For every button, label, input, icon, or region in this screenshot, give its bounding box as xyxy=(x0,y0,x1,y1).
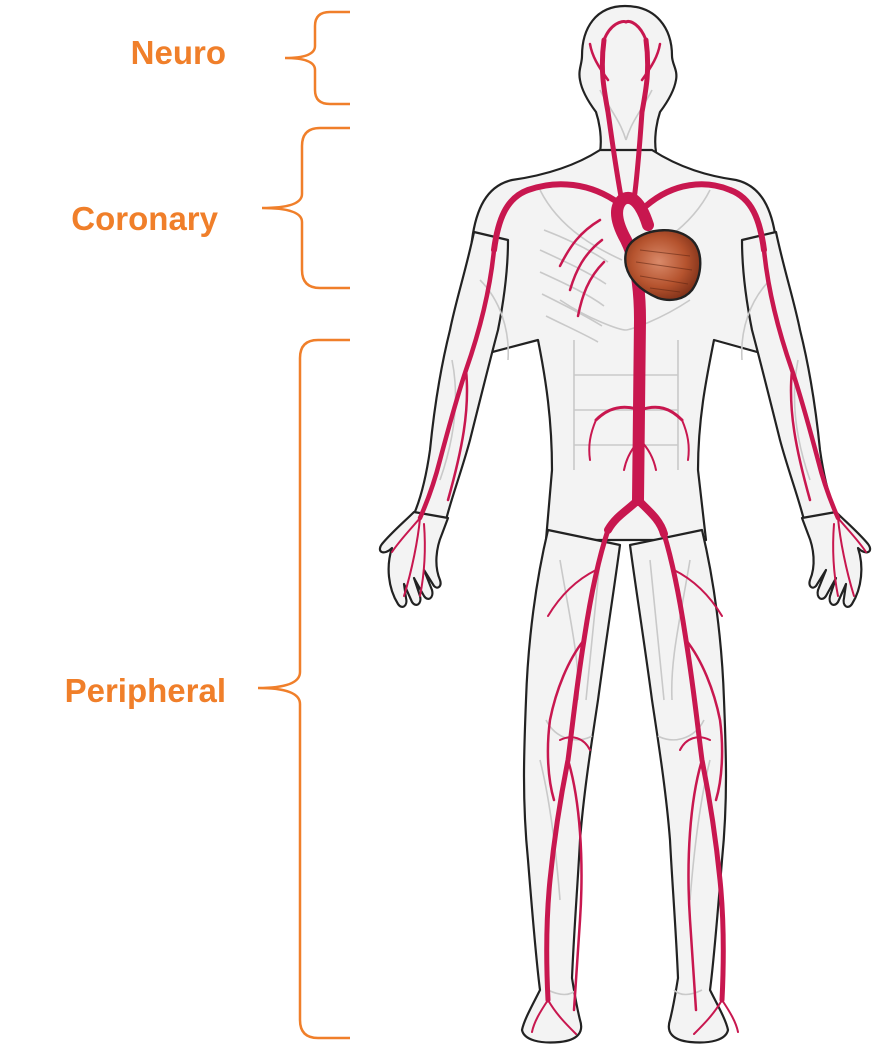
left-arm xyxy=(414,232,508,520)
region-neuro: Neuro xyxy=(131,12,350,104)
brace-neuro xyxy=(285,12,350,104)
region-coronary: Coronary xyxy=(71,128,350,288)
region-label-peripheral: Peripheral xyxy=(65,672,226,709)
brace-coronary xyxy=(262,128,350,288)
torso xyxy=(462,150,786,540)
right-hand xyxy=(802,512,870,607)
region-label-neuro: Neuro xyxy=(131,34,226,71)
body-silhouette xyxy=(380,6,870,1043)
left-leg xyxy=(522,530,620,1043)
region-peripheral: Peripheral xyxy=(65,340,350,1038)
head xyxy=(579,6,676,152)
region-label-coronary: Coronary xyxy=(71,200,218,237)
brace-peripheral xyxy=(258,340,350,1038)
human-body-figure xyxy=(380,6,870,1043)
